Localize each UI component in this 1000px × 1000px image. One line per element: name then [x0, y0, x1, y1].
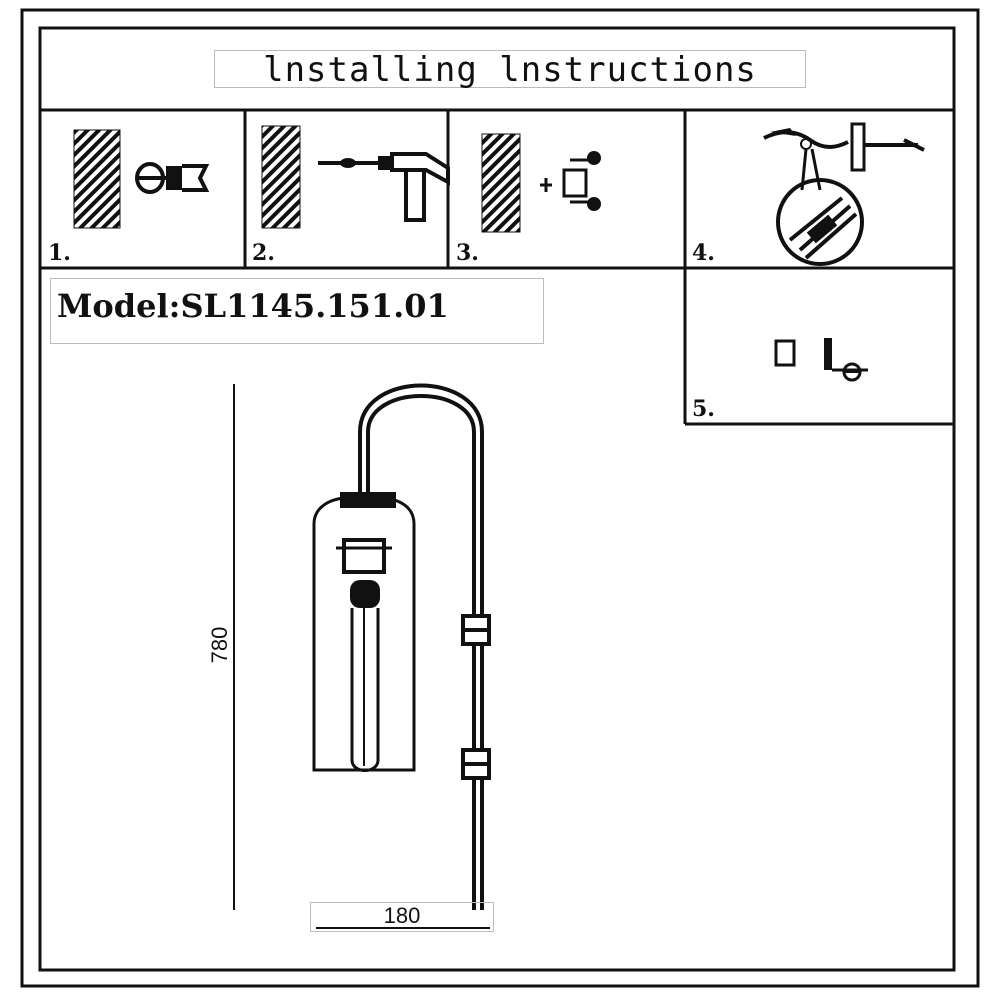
bulb-socket-icon	[774, 338, 868, 382]
wall-lamp-drawing	[312, 383, 491, 910]
step-5-number: 5.	[692, 396, 715, 422]
mounting-bracket-icon	[481, 133, 601, 233]
hammer-anchor-icon	[261, 125, 450, 229]
outer-frame	[20, 8, 980, 988]
height-dimension-label: 780	[207, 626, 232, 664]
page-title: lnstalling lnstructions	[214, 50, 806, 89]
step-2-number: 2.	[252, 240, 275, 266]
step-3-number: 3.	[456, 240, 479, 266]
inner-frame	[38, 26, 956, 972]
width-dimension-label: 180	[310, 902, 494, 932]
expansion-anchor-icon	[73, 129, 210, 229]
step-4-number: 4.	[692, 240, 715, 266]
model-number: Model:SL1145.151.01	[50, 278, 544, 344]
wire-connection-icon	[763, 122, 925, 266]
step-1-number: 1.	[48, 240, 71, 266]
